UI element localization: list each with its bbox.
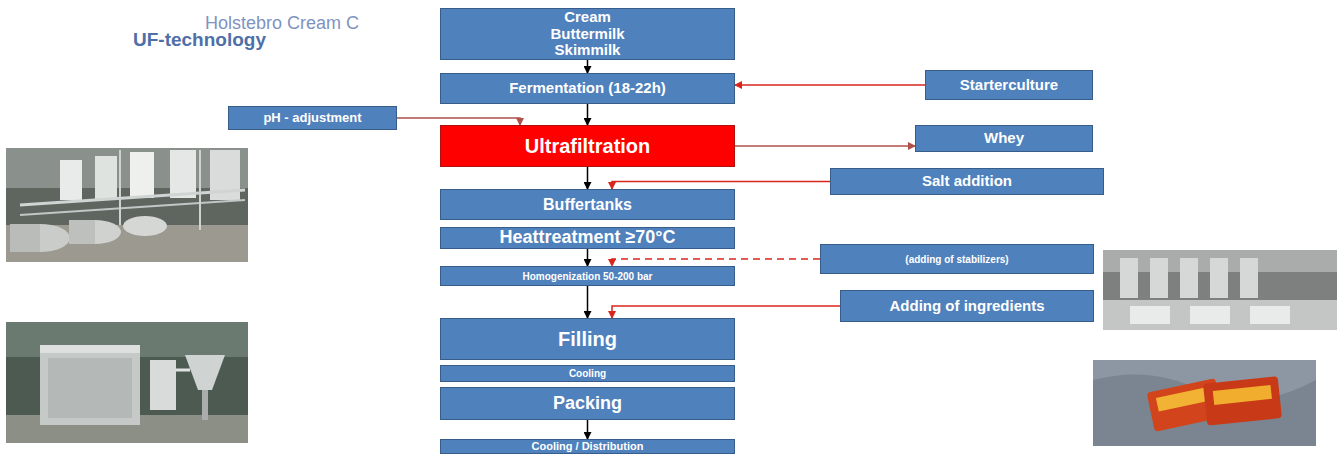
process-box: Homogenization 50-200 bar [440,266,735,286]
box-text: Starterculture [960,77,1058,94]
process-box: Cooling / Distribution [440,439,735,454]
flow-arrow [587,249,589,266]
flow-arrow [612,306,840,318]
box-text: Homogenization 50-200 bar [522,271,652,282]
process-box: Packing [440,387,735,420]
flow-arrow [587,420,589,439]
flow-arrow [735,145,915,147]
box-text: Whey [984,130,1024,147]
box-text: Salt addition [922,173,1012,190]
process-box: Filling [440,318,735,360]
box-text: Ultrafiltration [525,135,651,157]
flow-arrow [397,118,520,125]
box-text: (adding of stabilizers) [905,254,1008,265]
filling-machine-photo [1103,250,1337,330]
flow-arrow [587,286,589,318]
highlight-process-box: Ultrafiltration [440,125,735,167]
flow-arrow [587,104,589,125]
box-text: Cooling [569,368,606,379]
input-box: (adding of stabilizers) [820,244,1094,274]
process-box: Heattreatment ≥70°C [440,227,735,249]
box-text: Adding of ingredients [890,298,1045,315]
process-box: Cooling [440,365,735,382]
process-box: Buffertanks [440,189,735,220]
flow-arrow [735,84,925,86]
box-text: Cream Buttermilk Skimmilk [528,9,648,59]
input-box: Salt addition [830,168,1104,195]
flow-arrow [587,60,589,73]
process-box: Fermentation (18-22h) [440,73,735,104]
flow-arrow [612,259,820,266]
box-text: Fermentation (18-22h) [509,80,666,97]
box-text: Buffertanks [543,196,632,214]
box-text: Packing [553,394,622,414]
uf-plant-photo [6,148,248,262]
box-text: Heattreatment ≥70°C [499,228,675,248]
title-text: UF-technology [133,29,266,51]
output-box: Whey [915,125,1093,152]
input-box: Starterculture [925,70,1093,100]
input-box: pH - adjustment [228,106,397,130]
box-text: pH - adjustment [263,111,361,125]
homogenizer-photo [6,322,248,443]
flow-arrow [612,182,830,190]
product-photo [1093,360,1316,446]
input-box: Cream Buttermilk Skimmilk [440,8,735,60]
input-box: Adding of ingredients [840,290,1094,322]
flow-arrow [587,167,589,189]
box-text: Filling [558,328,617,350]
box-text: Cooling / Distribution [532,440,644,452]
